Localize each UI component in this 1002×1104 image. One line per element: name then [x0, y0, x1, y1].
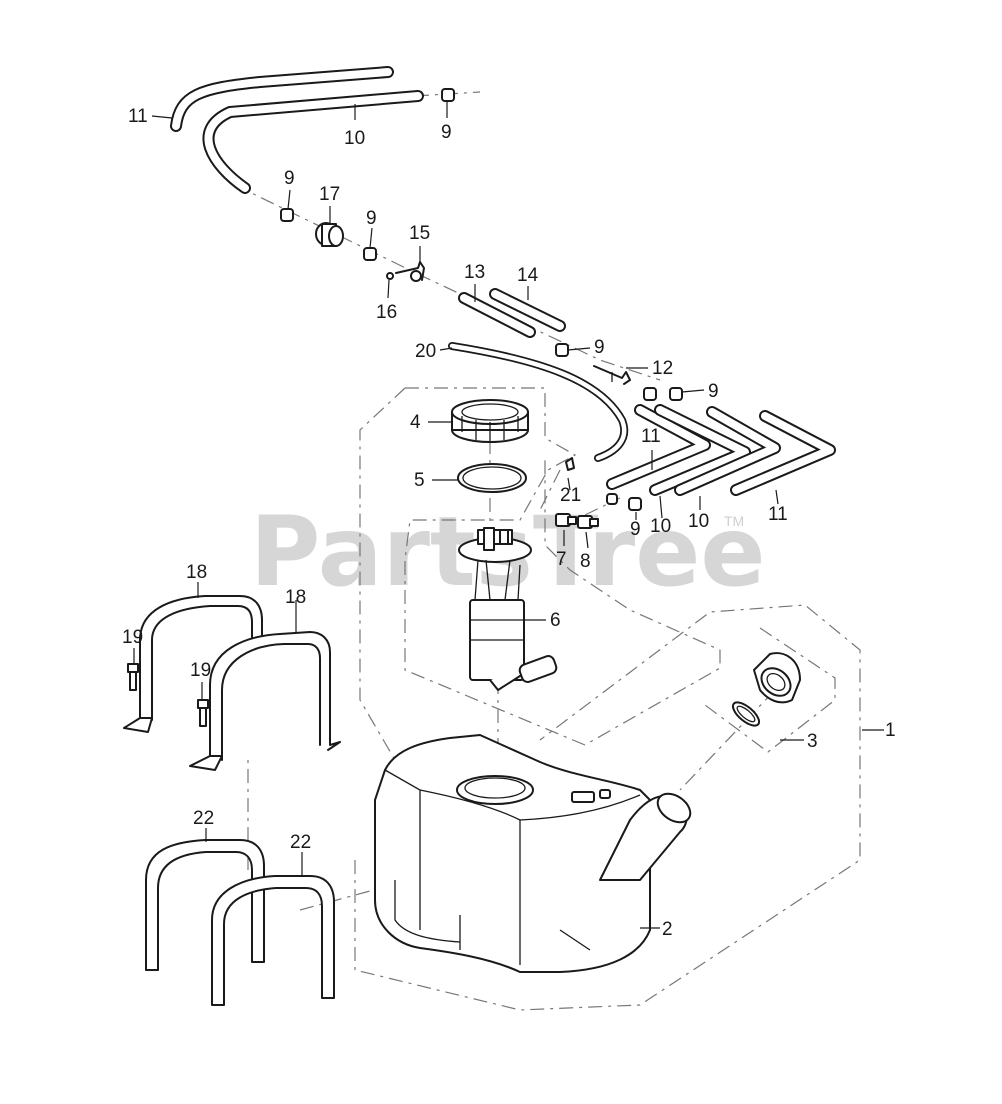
callout-7: 7 — [556, 549, 567, 570]
strap-22-right — [211, 875, 335, 1006]
callout-22-a: 22 — [193, 808, 214, 829]
callout-16: 16 — [376, 302, 397, 323]
seal-5 — [457, 463, 527, 493]
callout-11-b: 11 — [641, 426, 661, 447]
callout-9-d: 9 — [594, 337, 605, 358]
callout-15: 15 — [409, 223, 430, 244]
callout-21: 21 — [560, 485, 581, 506]
filler-cap — [753, 652, 801, 704]
strap-22-left — [145, 839, 265, 971]
clamp-9-top — [441, 88, 455, 102]
callout-10-b: 10 — [650, 516, 671, 537]
callout-20: 20 — [415, 341, 436, 362]
clamp-9-left — [280, 208, 294, 222]
callout-9-c: 9 — [366, 208, 377, 229]
straight-hoses — [458, 288, 566, 338]
clamp-9-right-a — [555, 343, 569, 357]
callout-12: 12 — [652, 358, 673, 379]
callout-4: 4 — [410, 412, 421, 433]
vent-hose-20 — [448, 342, 629, 462]
check-valve-21 — [565, 457, 575, 471]
tank-assembly-boundary — [354, 604, 861, 1011]
callout-11-c: 11 — [768, 504, 788, 525]
mid-fittings — [555, 343, 683, 511]
fuel-pump-6 — [458, 527, 558, 691]
callout-9-e: 9 — [708, 381, 719, 402]
callout-11-a: 11 — [128, 106, 148, 127]
callout-2: 2 — [662, 919, 673, 940]
callout-labels: 1 2 3 4 5 6 7 8 9 9 9 9 9 9 10 10 10 11 … — [122, 106, 896, 940]
callout-22-b: 22 — [290, 832, 311, 853]
screw-16 — [386, 272, 394, 280]
watermark-trademark: TM — [724, 513, 744, 529]
strap-18-right — [189, 631, 341, 771]
callout-10-c: 10 — [688, 511, 709, 532]
hose-alignment-line — [234, 184, 661, 381]
leader-lines — [133, 101, 884, 929]
callout-6: 6 — [550, 610, 561, 631]
callout-19-a: 19 — [122, 627, 143, 648]
fuel-tank-2 — [374, 734, 692, 973]
fitting-7 — [555, 513, 577, 527]
callout-14: 14 — [517, 265, 539, 286]
callout-17: 17 — [319, 184, 340, 205]
fitting-8 — [577, 515, 599, 529]
callout-9-b: 9 — [284, 168, 295, 189]
bent-hoses — [606, 404, 836, 496]
clamp-9-lower — [628, 497, 642, 511]
callout-5: 5 — [414, 470, 425, 491]
callout-19-b: 19 — [190, 660, 211, 681]
bolt-19-left — [127, 663, 139, 691]
clamp-9-right-b — [643, 387, 657, 401]
pump-assembly-boundary — [404, 387, 721, 746]
callout-18-a: 18 — [186, 562, 207, 583]
callout-10-a: 10 — [344, 128, 365, 149]
bolt-19-right — [197, 699, 209, 727]
fuel-filter-17 — [315, 222, 344, 247]
callout-3: 3 — [807, 731, 818, 752]
clamp-9-fitting — [606, 493, 618, 505]
clamp-9-mid — [363, 247, 377, 261]
callout-1: 1 — [885, 720, 896, 741]
callout-9-f: 9 — [630, 519, 641, 540]
callout-9-a: 9 — [441, 122, 452, 143]
upper-hoses — [170, 66, 424, 194]
tee-fitting-12 — [593, 365, 631, 385]
filler-gasket — [731, 701, 761, 727]
callout-13: 13 — [464, 262, 485, 283]
fuel-filter-line — [280, 88, 455, 282]
lock-ring-4 — [451, 399, 529, 443]
filler-center-line — [679, 689, 776, 791]
cap-subassembly-boundary — [704, 627, 836, 753]
pump-outer-boundary — [359, 387, 406, 761]
callout-18-b: 18 — [285, 587, 306, 608]
callout-8: 8 — [580, 551, 591, 572]
clamp-9-right-c — [669, 387, 683, 401]
